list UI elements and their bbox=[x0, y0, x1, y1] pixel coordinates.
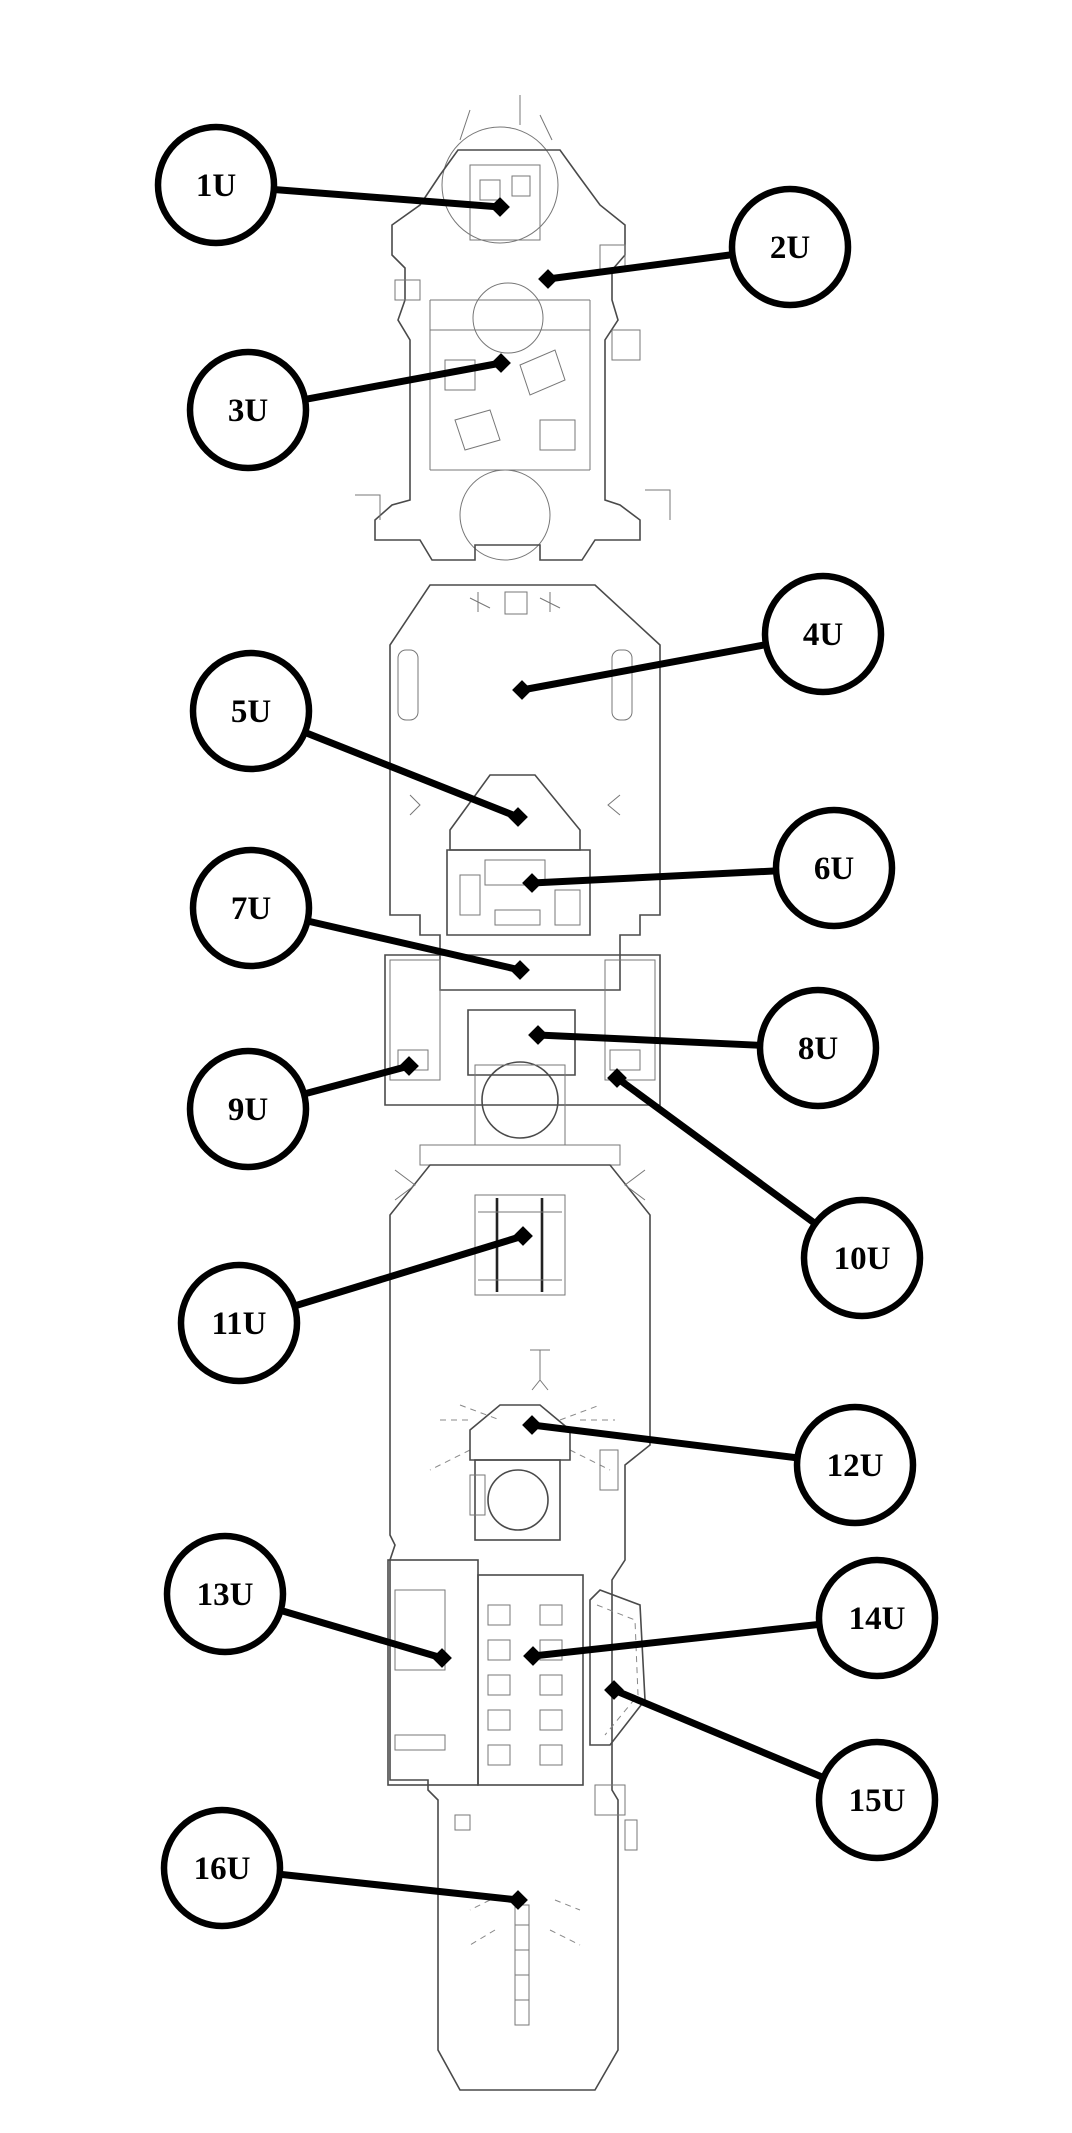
leader-line-10u bbox=[614, 1075, 818, 1227]
leader-line-9u bbox=[303, 1062, 410, 1098]
leader-line-15u bbox=[612, 1686, 825, 1781]
callout-circle bbox=[800, 1196, 924, 1320]
callout-circle bbox=[756, 986, 880, 1110]
callout-6u: 6U bbox=[772, 806, 896, 930]
callout-8u: 8U bbox=[756, 986, 880, 1110]
callout-circle bbox=[154, 123, 278, 247]
callout-1u: 1U bbox=[154, 123, 278, 247]
callout-circle bbox=[186, 348, 310, 472]
leader-line-3u bbox=[304, 359, 502, 403]
callout-circle bbox=[761, 572, 885, 696]
target-marker-9u bbox=[399, 1056, 419, 1076]
leader-line-12u bbox=[531, 1421, 798, 1462]
callout-label: 5U bbox=[231, 694, 272, 730]
target-marker-3u bbox=[491, 353, 511, 373]
callout-label: 14U bbox=[849, 1601, 906, 1637]
callout-10u: 10U bbox=[800, 1196, 924, 1320]
callout-circle bbox=[189, 846, 313, 970]
target-marker-1u bbox=[490, 197, 510, 217]
target-marker-15u bbox=[604, 1680, 624, 1700]
callout-circle bbox=[793, 1403, 917, 1527]
target-marker-16u bbox=[508, 1890, 528, 1910]
callout-label: 13U bbox=[197, 1577, 254, 1613]
callout-3u: 3U bbox=[186, 348, 310, 472]
callout-label: 4U bbox=[803, 617, 844, 653]
callout-label: 12U bbox=[827, 1448, 884, 1484]
callout-circle bbox=[815, 1556, 939, 1680]
upper-deck-sketch bbox=[355, 95, 671, 561]
target-marker-2u bbox=[538, 269, 558, 289]
target-marker-7u bbox=[510, 960, 530, 980]
leader-line-2u bbox=[547, 251, 733, 283]
target-marker-13u bbox=[432, 1648, 452, 1668]
callout-4u: 4U bbox=[761, 572, 885, 696]
target-marker-14u bbox=[523, 1646, 543, 1666]
callout-circle bbox=[177, 1261, 301, 1385]
leader-line-6u bbox=[531, 867, 777, 887]
callout-15u: 15U bbox=[815, 1738, 939, 1862]
callout-12u: 12U bbox=[793, 1403, 917, 1527]
leader-line-7u bbox=[306, 917, 521, 974]
leader-line-11u bbox=[293, 1232, 525, 1310]
leader-line-8u bbox=[537, 1031, 761, 1049]
leader-line-14u bbox=[532, 1620, 820, 1660]
target-marker-4u bbox=[512, 680, 532, 700]
target-marker-8u bbox=[528, 1025, 548, 1045]
callout-circle bbox=[163, 1532, 287, 1656]
leader-line-1u bbox=[273, 185, 501, 211]
leader-line-4u bbox=[521, 641, 767, 694]
callout-circle bbox=[186, 1047, 310, 1171]
callout-circle bbox=[815, 1738, 939, 1862]
target-marker-5u bbox=[508, 807, 528, 827]
callout-label: 7U bbox=[231, 891, 272, 927]
callout-label: 10U bbox=[834, 1241, 891, 1277]
lower-deck-section bbox=[387, 1164, 651, 2091]
callout-16u: 16U bbox=[160, 1806, 284, 1930]
target-marker-12u bbox=[522, 1415, 542, 1435]
callout-14u: 14U bbox=[815, 1556, 939, 1680]
callout-label: 11U bbox=[211, 1306, 266, 1342]
callout-label: 2U bbox=[770, 230, 811, 266]
callout-circle bbox=[772, 806, 896, 930]
callout-circle bbox=[160, 1806, 284, 1930]
callout-label: 15U bbox=[849, 1783, 906, 1819]
callout-label: 6U bbox=[814, 851, 855, 887]
callout-label: 1U bbox=[196, 168, 237, 204]
target-marker-11u bbox=[513, 1226, 533, 1246]
target-marker-10u bbox=[607, 1068, 627, 1088]
leader-line-5u bbox=[303, 729, 520, 821]
callout-leaders bbox=[273, 185, 825, 1910]
callout-label: 16U bbox=[194, 1851, 251, 1887]
callout-circle bbox=[728, 185, 852, 309]
callout-5u: 5U bbox=[189, 649, 313, 773]
callout-label: 8U bbox=[798, 1031, 839, 1067]
callout-2u: 2U bbox=[728, 185, 852, 309]
leader-line-13u bbox=[279, 1607, 443, 1662]
target-marker-6u bbox=[522, 873, 542, 893]
callout-label: 9U bbox=[228, 1092, 269, 1128]
callout-circle bbox=[189, 649, 313, 773]
callout-7u: 7U bbox=[189, 846, 313, 970]
callout-11u: 11U bbox=[177, 1261, 301, 1385]
callout-bubbles: 1U 2U 3U 4U 5U 6U 7U 8U 9U 10U 11U 12U 13U 14U 15U 16U bbox=[154, 123, 939, 1930]
callout-9u: 9U bbox=[186, 1047, 310, 1171]
leader-line-16u bbox=[279, 1870, 519, 1904]
callout-13u: 13U bbox=[163, 1532, 287, 1656]
callout-label: 3U bbox=[228, 393, 269, 429]
